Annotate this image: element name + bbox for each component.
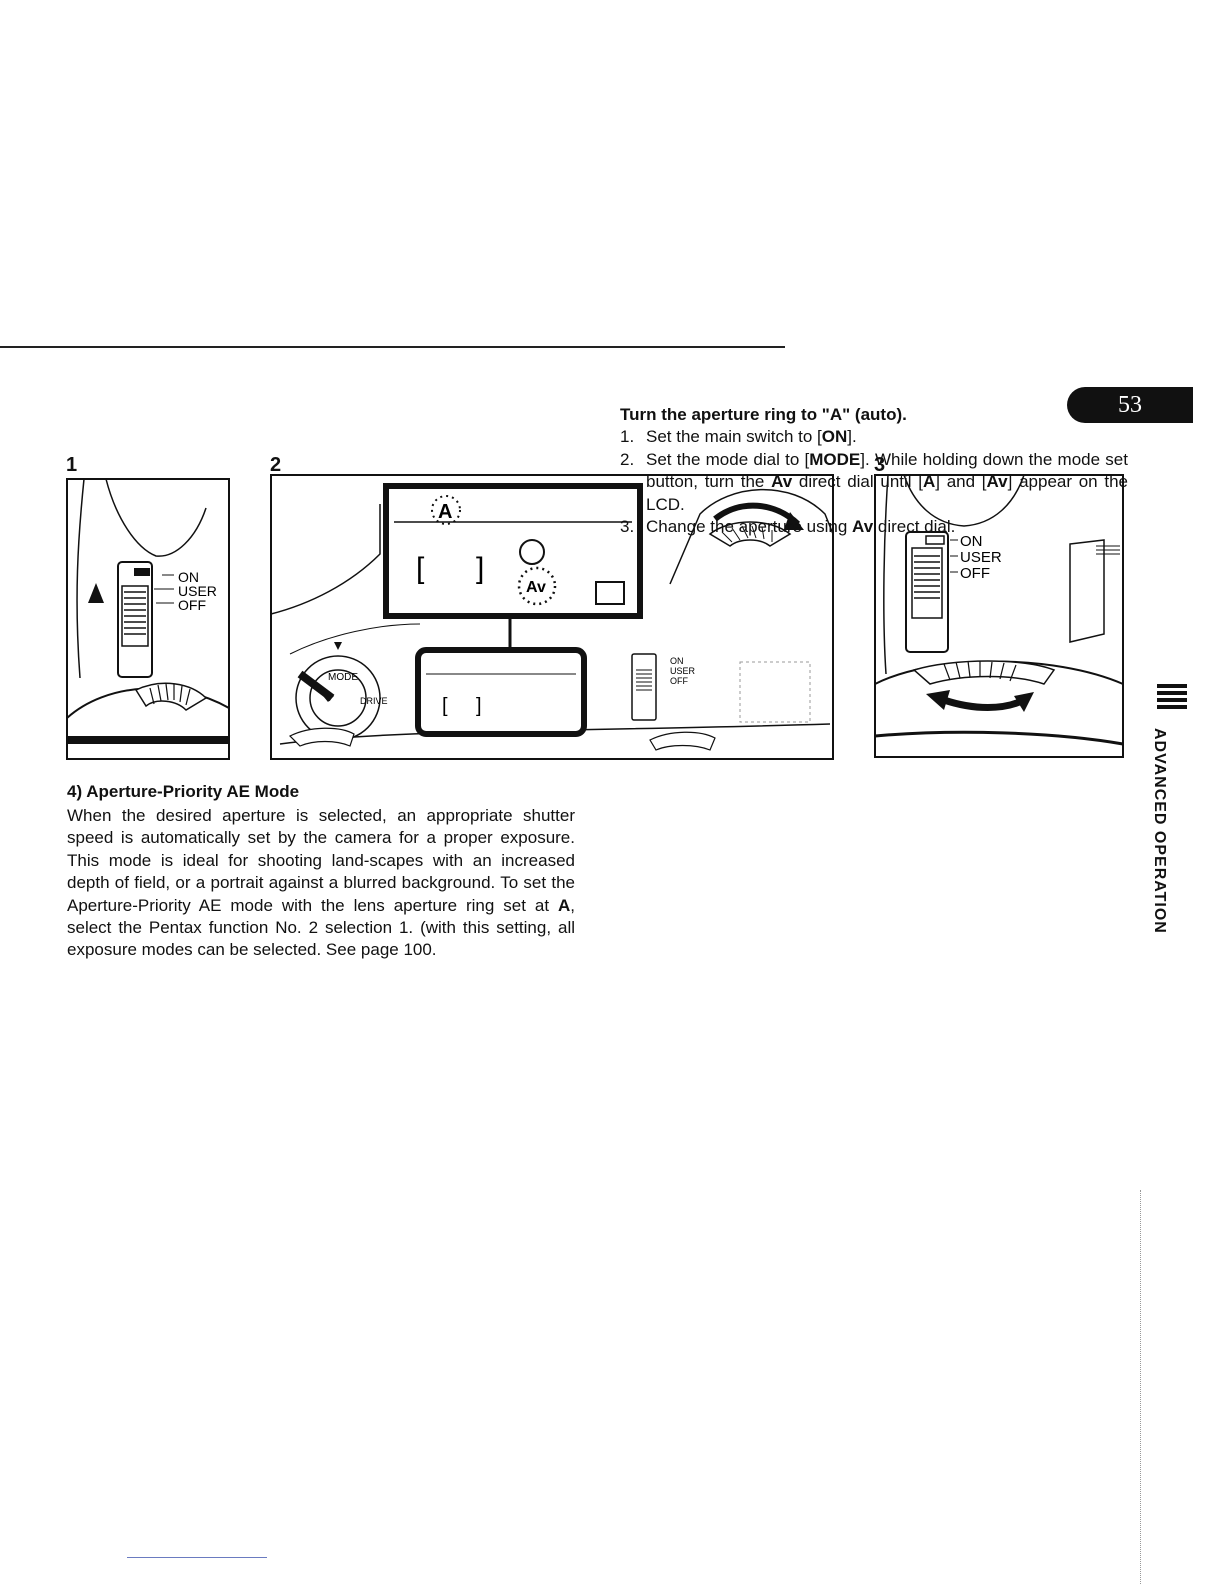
step-1: 1. Set the main switch to [ON].	[620, 426, 1128, 448]
figure-2-switch-on: ON	[670, 656, 684, 666]
figure-2-switch-user: USER	[670, 666, 696, 676]
mode-description: When the desired aperture is selected, a…	[67, 805, 575, 962]
step-2: 2. Set the mode dial to [MODE]. While ho…	[620, 449, 1128, 516]
step-number: 3.	[620, 517, 635, 537]
page-number: 53	[1118, 392, 1142, 418]
mode-dial-label: MODE	[328, 672, 358, 683]
step-3: 3. Change the aperture using Av direct d…	[620, 516, 1128, 538]
figure-1-switch-on: ON	[178, 569, 199, 585]
svg-text:[: [	[442, 695, 448, 717]
lcd-av-indicator: Av	[526, 579, 546, 596]
figure-1-switch-user: USER	[178, 583, 217, 599]
mode-heading: 4) Aperture-Priority AE Mode	[67, 782, 300, 801]
figure-2-number: 2	[270, 454, 282, 476]
figure-3-illustration: ON USER OFF	[874, 474, 1124, 758]
top-rule	[0, 346, 785, 348]
step-number: 1.	[620, 427, 635, 447]
right-margin-dotted-line	[1140, 1190, 1141, 1584]
figure-3-number: 3	[874, 454, 886, 476]
figure-1-switch-off: OFF	[178, 597, 206, 613]
figure-3-switch-off: OFF	[960, 565, 990, 582]
figure-1-illustration: ON USER OFF	[66, 478, 230, 760]
instructions: Turn the aperture ring to "A" (auto). 1.…	[620, 404, 1128, 538]
step-number: 2.	[620, 449, 635, 469]
bottom-rule	[127, 1557, 267, 1558]
section-label-text: ADVANCED OPERATION	[1151, 728, 1168, 934]
drive-dial-label: DRIVE	[360, 696, 388, 706]
lcd-mode-indicator: A	[438, 501, 452, 523]
figure-3-switch-on: ON	[960, 533, 983, 550]
figure-3-switch-user: USER	[960, 549, 1002, 566]
aperture-setting-a: A	[557, 895, 571, 915]
instructions-heading: Turn the aperture ring to "A" (auto).	[620, 405, 907, 424]
mode-description-part-2: , select the Pentax function No. 2 selec…	[67, 895, 575, 960]
mode-description-part-1: When the desired aperture is selected, a…	[67, 806, 575, 915]
svg-text:]: ]	[476, 552, 484, 585]
section-marker-bars	[1157, 684, 1187, 712]
svg-text:]: ]	[476, 695, 482, 717]
figure-1-number: 1	[66, 454, 78, 476]
section-label: ADVANCED OPERATION	[1144, 728, 1192, 948]
svg-text:[: [	[416, 552, 425, 585]
figure-2-switch-off: OFF	[670, 676, 688, 686]
page-number-tab: 53	[1067, 387, 1193, 423]
figure-2-illustration: A [ ] Av [ ] MODE DRIVE ON USER OFF	[270, 474, 834, 760]
